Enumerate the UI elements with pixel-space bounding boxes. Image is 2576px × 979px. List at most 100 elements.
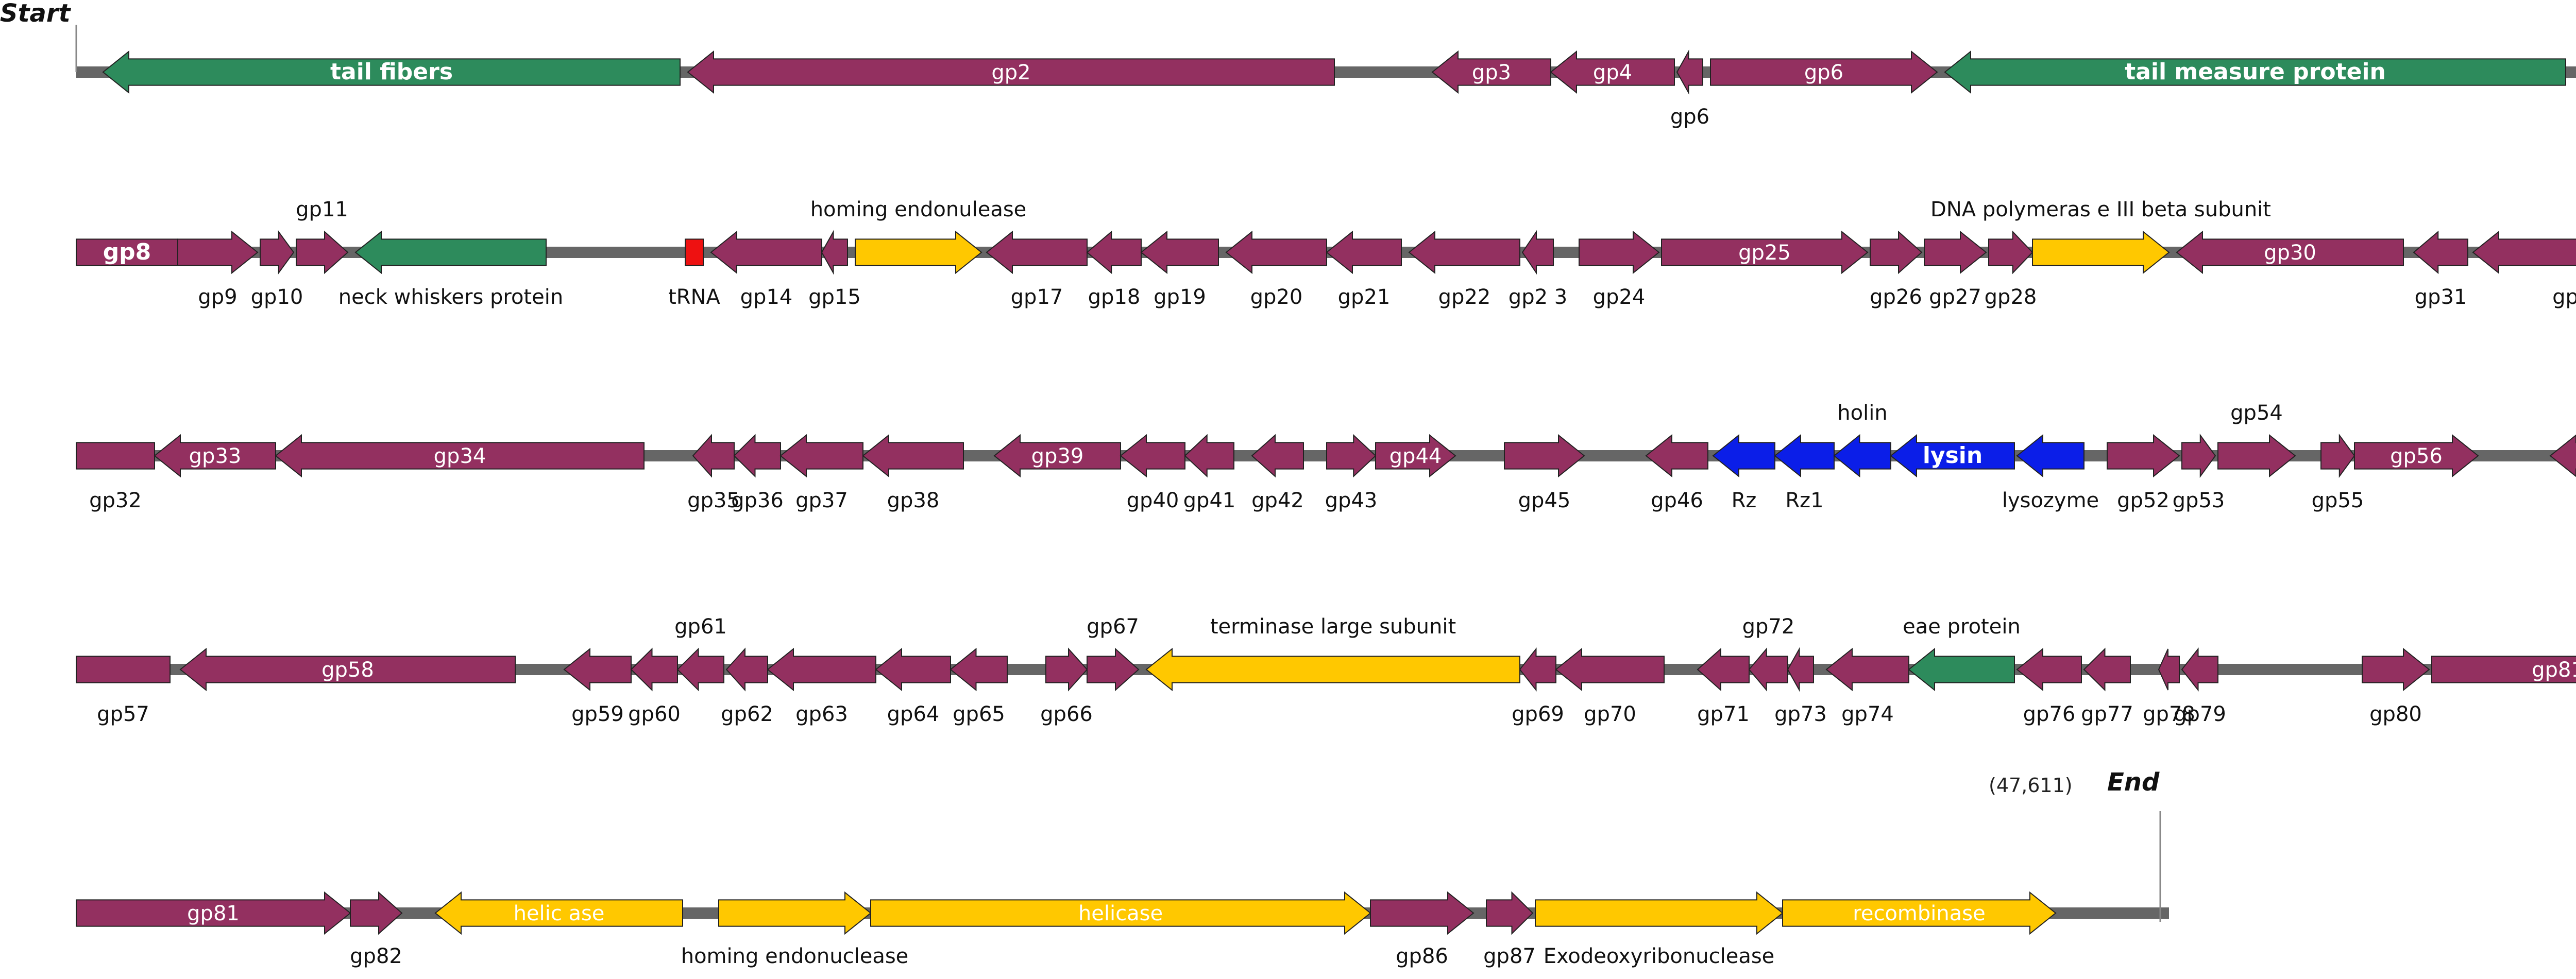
gene-arrow-recombinase: [1782, 891, 2057, 935]
gene-arrow-gp14: [710, 230, 822, 274]
gene-label-gp64: gp64: [887, 702, 940, 726]
gene-arrow-gp59: [563, 647, 632, 692]
gene-label-gp80: gp80: [2369, 702, 2422, 726]
gene-label-terminase-large-subunit: terminase large subunit: [1210, 615, 1456, 639]
gene-label-gp61: gp61: [674, 615, 727, 639]
gene-arrow-gp31: [2413, 230, 2468, 274]
gene-arrow-gp77: [2083, 647, 2131, 692]
gene-label-rz: Rz: [1732, 489, 1757, 512]
gene-label-eae-protein: eae protein: [1903, 615, 2021, 639]
gene-label-gp81: gp81: [187, 902, 240, 925]
gene-label-gp58: gp58: [321, 658, 374, 682]
gene-label-gp81: gp81: [2532, 658, 2576, 682]
gene-arrow-holin: [1833, 434, 1891, 478]
gene-arrow-gp24: [1579, 230, 1660, 274]
gene-label-gp59: gp59: [571, 702, 624, 726]
gene-label-gp42: gp42: [1251, 489, 1304, 512]
gene-arrow-gp86: [1370, 891, 1475, 935]
gene-arrow-gp41: [1184, 434, 1234, 478]
gene-arrow-gp72: [1748, 647, 1788, 692]
gene-label-recombinase: recombinase: [1853, 902, 1985, 925]
gene-label-gp22: gp22: [1438, 285, 1491, 309]
gene-arrow-exodeoxyribonuclease: [1535, 891, 1784, 935]
gene-label-neck-whiskers-protein: neck whiskers protein: [338, 285, 563, 309]
gene-label-gp30: gp30: [2264, 241, 2316, 265]
gene-arrow-gp20: [1225, 230, 1327, 274]
gene-label-gp86: gp86: [1396, 944, 1448, 968]
gene-arrow-gp74: [1825, 647, 1909, 692]
gene-arrow-gp30: [2176, 230, 2404, 274]
gene-label-homing-endonulease: homing endonulease: [810, 198, 1027, 221]
gene-label-gp82: gp82: [350, 944, 402, 968]
gene-label-gp6: gp6: [1804, 61, 1843, 84]
gene-label-gp40: gp40: [1127, 489, 1179, 512]
start-label: Start: [0, 0, 72, 28]
gene-arrow-gp18: [1086, 230, 1142, 274]
gene-label-gp71: gp71: [1697, 702, 1750, 726]
gene-arrow-gp38: [862, 434, 964, 478]
gene-arrow-gp64: [875, 647, 951, 692]
gene-label-gp28: gp28: [1985, 285, 2037, 309]
gene-arrow-gp35: [692, 434, 735, 478]
gene-arrow-gp81: [76, 891, 351, 935]
gene-label-gp63: gp63: [795, 702, 848, 726]
gene-arrow-gp19: [1140, 230, 1219, 274]
gene-arrow-gp17: [986, 230, 1088, 274]
gene-arrow-gp27: [1924, 230, 1987, 274]
gene-arrow-gp2-3: [1521, 230, 1554, 275]
gene-label-gp19: gp19: [1154, 285, 1206, 309]
gene-arrow-gp21: [1326, 230, 1402, 274]
gene-label-gp15: gp15: [808, 285, 861, 309]
gene-label-lysozyme: lysozyme: [2002, 489, 2099, 512]
gene-label-gp34: gp34: [434, 444, 486, 468]
gene-label-gp21: gp21: [1338, 285, 1391, 309]
gene-arrow-gp33: [154, 434, 276, 478]
gene-arrow-gp15: [821, 230, 848, 275]
gene-label-gp9: gp9: [198, 285, 237, 309]
gene-label-gp37: gp37: [795, 489, 848, 512]
gene-label-gp44: gp44: [1389, 444, 1442, 468]
gene-label-gp62: gp62: [721, 702, 773, 726]
gene-label-gp41: gp41: [1183, 489, 1236, 512]
gene-label-gp36: gp36: [731, 489, 784, 512]
gene-label-gp55: gp55: [2312, 489, 2364, 512]
gene-label-gp78: gp78: [2143, 702, 2195, 726]
gene-arrow-rz1: [1774, 434, 1835, 478]
gene-label-gp17: gp17: [1011, 285, 1063, 309]
gene-arrow-gp65: [950, 647, 1008, 692]
gene-arrow-tail-fibers: [102, 50, 681, 94]
gene-arrow-gp73: [1787, 647, 1814, 692]
gene-label-gp87: gp87: [1483, 944, 1536, 968]
gene-arrow-gp81: [2431, 656, 2576, 683]
gene-arrow-gp87: [1486, 891, 1534, 935]
gene-label-gp27: gp27: [1929, 285, 1981, 309]
gene-arrow-neck-whiskers-protein: [354, 230, 547, 274]
gene-arrow-gp60: [630, 647, 678, 692]
gene-arrow-tail-measure-protein: [1944, 50, 2566, 94]
gene-arrow-helic-ase: [434, 891, 683, 935]
gene-label-gp38: gp38: [887, 489, 940, 512]
gene-label-gp2: gp2: [991, 61, 1030, 84]
gene-label-gp66: gp66: [1040, 702, 1093, 726]
gene-label-helic-ase: helic ase: [514, 902, 605, 925]
gene-label-gp67: gp67: [1087, 615, 1139, 639]
gene-label-dna-polymeras-e-iii-beta-subunit: DNA polymeras e III beta subunit: [1930, 198, 2271, 221]
gene-arrow-gp45: [1504, 434, 1585, 478]
gene-label-gp60: gp60: [628, 702, 681, 726]
gene-label-gp72: gp72: [1742, 615, 1795, 639]
gene-arrow-gp32: [76, 442, 155, 470]
gene-label-gp39: gp39: [1031, 444, 1084, 468]
gene-arrow-gp25: [1661, 230, 1869, 274]
gene-arrow-gp57: [76, 656, 171, 683]
gene-label-gp79: gp79: [2174, 702, 2226, 726]
gene-label-rz1: Rz1: [1785, 489, 1823, 512]
gene-arrow-gp66: [1045, 647, 1088, 692]
gene-arrow-gp39: [993, 434, 1121, 478]
gene-label-gp18: gp18: [1088, 285, 1141, 309]
gene-arrow-gp2: [687, 50, 1335, 94]
gene-label-holin: holin: [1837, 401, 1887, 425]
gene-arrow-lysozyme: [2016, 434, 2084, 478]
end-label: End: [2107, 768, 2160, 797]
